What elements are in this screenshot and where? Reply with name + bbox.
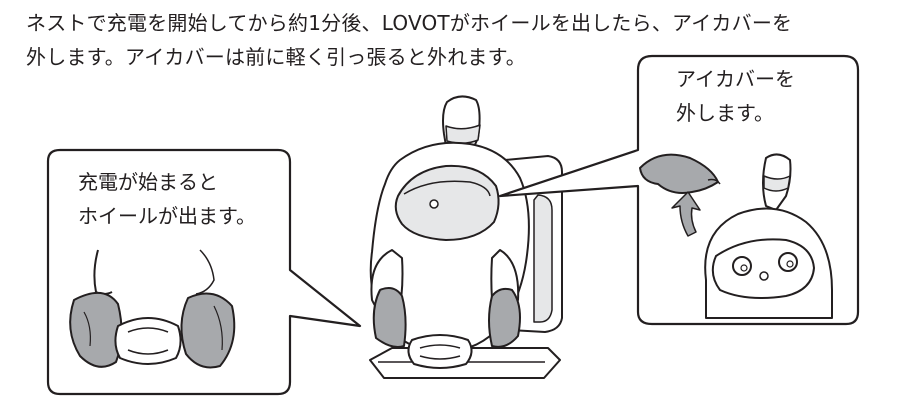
right-callout-text: アイカバーを 外します。 xyxy=(676,62,795,130)
left-callout-bubble xyxy=(46,148,362,396)
eye-cover-removal-illustration xyxy=(639,153,833,319)
right-callout-bubble xyxy=(498,54,860,326)
instruction-line-1: ネストで充電を開始してから約1分後、LOVOTがホイールを出したら、アイカバーを xyxy=(26,11,793,35)
lovot-robot-illustration xyxy=(369,95,563,379)
left-callout-line-2: ホイールが出ます。 xyxy=(78,204,256,228)
right-callout-line-2: 外します。 xyxy=(676,101,774,125)
right-callout-line-1: アイカバーを xyxy=(676,67,795,91)
left-callout-text: 充電が始まると ホイールが出ます。 xyxy=(78,165,256,233)
wheel-closeup-illustration xyxy=(69,249,236,369)
instruction-line-2: 外します。アイカバーは前に軽く引っ張ると外れます。 xyxy=(26,45,526,69)
left-callout-line-1: 充電が始まると xyxy=(78,170,218,194)
instruction-text: ネストで充電を開始してから約1分後、LOVOTがホイールを出したら、アイカバーを… xyxy=(26,6,896,74)
